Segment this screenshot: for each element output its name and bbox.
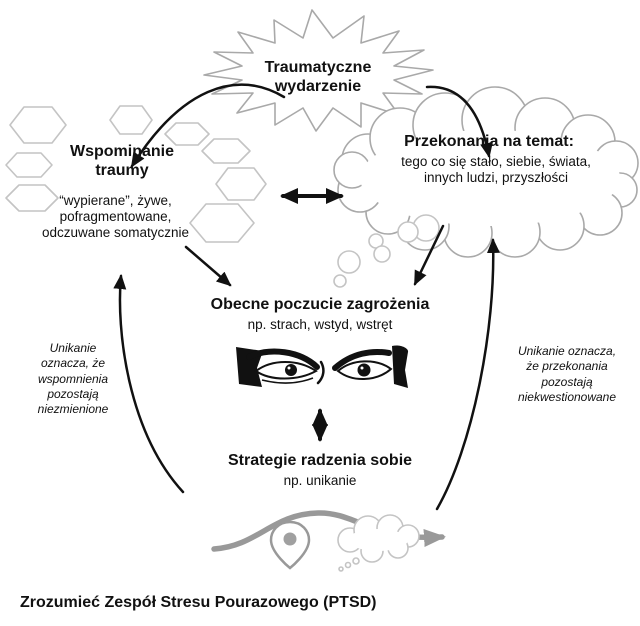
coping-subtitle: np. unikanie xyxy=(283,473,357,488)
arrow-coping-to-memory xyxy=(113,274,185,494)
beliefs-thought-cloud xyxy=(333,86,639,288)
threat-title: Obecne poczucie zagrożenia xyxy=(210,296,430,313)
arrow-coping-to-beliefs xyxy=(435,238,500,511)
beliefs-title: Przekonania na temat: xyxy=(404,133,574,150)
cycle-arrows xyxy=(113,83,500,511)
coping-title: Strategie radzenia sobie xyxy=(227,452,413,469)
map-pin-icon xyxy=(269,520,311,570)
anxious-eyes-image xyxy=(236,345,409,388)
arrow-event-to-beliefs xyxy=(425,85,493,158)
memory-subtitle: “wypierane”, żywe, pofragmentowane, odcz… xyxy=(41,193,190,241)
arrow-memory-to-threat xyxy=(184,245,232,287)
threat-subtitle: np. strach, wstyd, wstręt xyxy=(247,317,393,332)
scribble-cloud-icon xyxy=(337,514,420,572)
memory-fragment-hexagons xyxy=(5,105,267,243)
arrow-event-to-memory xyxy=(130,83,286,168)
left-avoidance-note: Unikanie oznacza, że wspomnienia pozosta… xyxy=(37,341,109,417)
trauma-burst-shape xyxy=(203,9,434,132)
right-avoidance-note: Unikanie oznacza, że przekonania pozosta… xyxy=(517,344,617,405)
memory-title: Wspominanie traumy xyxy=(69,143,174,180)
diagram-caption: Zrozumieć Zespół Stresu Pourazowego (PTS… xyxy=(20,594,377,611)
beliefs-subtitle: tego co się stało, siebie, świata, innyc… xyxy=(401,154,591,186)
arrow-beliefs-to-threat xyxy=(413,224,445,286)
trauma-event-title: Traumatyczne wydarzenie xyxy=(264,59,372,96)
